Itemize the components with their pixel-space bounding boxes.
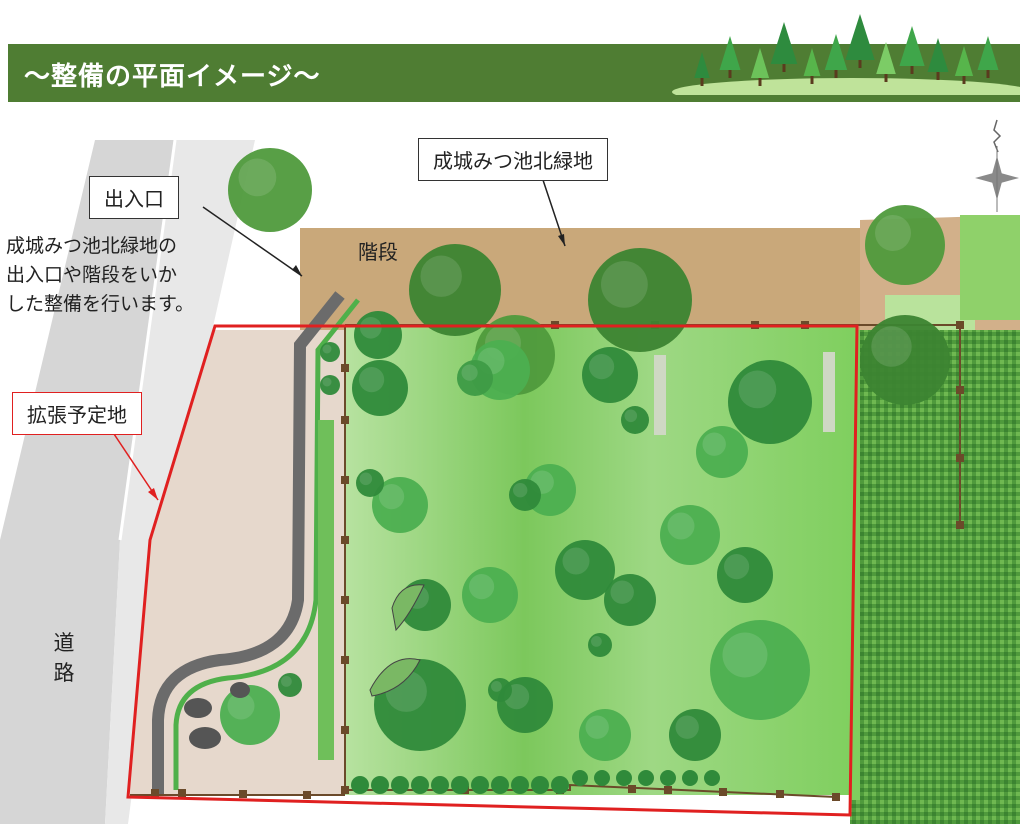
- hedge-shrub: [572, 770, 588, 786]
- fence-post: [956, 321, 964, 329]
- tree: [372, 477, 428, 533]
- hedge-shrub: [511, 776, 529, 794]
- entrance-label: 出入口: [89, 176, 179, 219]
- fence-post: [664, 786, 672, 794]
- fence-post: [956, 454, 964, 462]
- fence-post: [956, 386, 964, 394]
- tree: [555, 540, 615, 600]
- tree: [717, 547, 773, 603]
- tree: [865, 205, 945, 285]
- north-arrow-icon: [975, 119, 1019, 212]
- leader-expansion: [109, 427, 159, 501]
- leader-entrance: [202, 206, 303, 277]
- forest-icon: [672, 14, 1020, 95]
- fence-post: [341, 596, 349, 604]
- footpath: [152, 291, 345, 795]
- tree: [669, 709, 721, 761]
- tree: [320, 342, 340, 362]
- page-title: ～整備の平面イメージ～: [24, 62, 321, 92]
- fence-post: [341, 536, 349, 544]
- hedge-shrub: [594, 770, 610, 786]
- fence: [344, 325, 837, 798]
- tree: [278, 673, 302, 697]
- fence-post: [341, 416, 349, 424]
- tree: [457, 360, 493, 396]
- fence-post: [628, 785, 636, 793]
- note-line: した整備を行います。: [6, 293, 195, 315]
- hedge-shrub: [638, 770, 654, 786]
- note-line: 成城みつ池北緑地の: [6, 235, 178, 257]
- hedge-shrub: [351, 776, 369, 794]
- tree: [352, 360, 408, 416]
- hedge-shrub: [551, 776, 569, 794]
- hedge-shrub: [491, 776, 509, 794]
- fence-post: [341, 726, 349, 734]
- stairs-label: 階段: [358, 240, 398, 264]
- hedge-shrub: [471, 776, 489, 794]
- fence-post: [832, 793, 840, 801]
- hedge-shrub: [371, 776, 389, 794]
- site-plan-map: [0, 119, 1020, 824]
- tree: [462, 567, 518, 623]
- note-line: 出入口や階段をいか: [6, 264, 178, 286]
- fence-post: [303, 791, 311, 799]
- hedge-shrub: [616, 770, 632, 786]
- road-surface: [0, 140, 175, 824]
- tree: [582, 347, 638, 403]
- tree: [488, 678, 512, 702]
- tree: [579, 709, 631, 761]
- hedge-shrub: [391, 776, 409, 794]
- fence-post: [956, 521, 964, 529]
- tree: [710, 620, 810, 720]
- tree: [509, 479, 541, 511]
- tree: [860, 315, 950, 405]
- tree: [220, 685, 280, 745]
- tree: [696, 426, 748, 478]
- fence-post: [151, 789, 159, 797]
- fence-post: [239, 790, 247, 798]
- tree: [228, 148, 312, 232]
- tree: [356, 469, 384, 497]
- fence-post: [341, 786, 349, 794]
- fence-post: [776, 790, 784, 798]
- road-label: 道路: [53, 631, 75, 685]
- fence-post: [341, 656, 349, 664]
- tree: [320, 375, 340, 395]
- tree: [409, 244, 501, 336]
- north-green-label: 成城みつ池北緑地: [418, 138, 608, 181]
- right-forest: [850, 330, 1020, 824]
- expansion-boundary: [126, 324, 859, 817]
- entrance-note: 成城みつ池北緑地の 出入口や階段をいか した整備を行います。: [6, 232, 194, 319]
- hedge-shrub: [451, 776, 469, 794]
- hedge-shrub: [660, 770, 676, 786]
- tree: [604, 574, 656, 626]
- hedge-shrub: [531, 776, 549, 794]
- tree: [660, 505, 720, 565]
- rock-garden: [184, 682, 250, 749]
- hedge-shrub: [704, 770, 720, 786]
- fence-post: [341, 476, 349, 484]
- hedge-shrub: [431, 776, 449, 794]
- tree: [621, 406, 649, 434]
- hedge-shrub: [682, 770, 698, 786]
- fence-post: [341, 364, 349, 372]
- fence-post: [178, 789, 186, 797]
- expansion-label: 拡張予定地: [12, 392, 142, 435]
- tree: [588, 633, 612, 657]
- hedge-shrub: [411, 776, 429, 794]
- tree: [354, 311, 402, 359]
- fence-post: [719, 788, 727, 796]
- tree: [728, 360, 812, 444]
